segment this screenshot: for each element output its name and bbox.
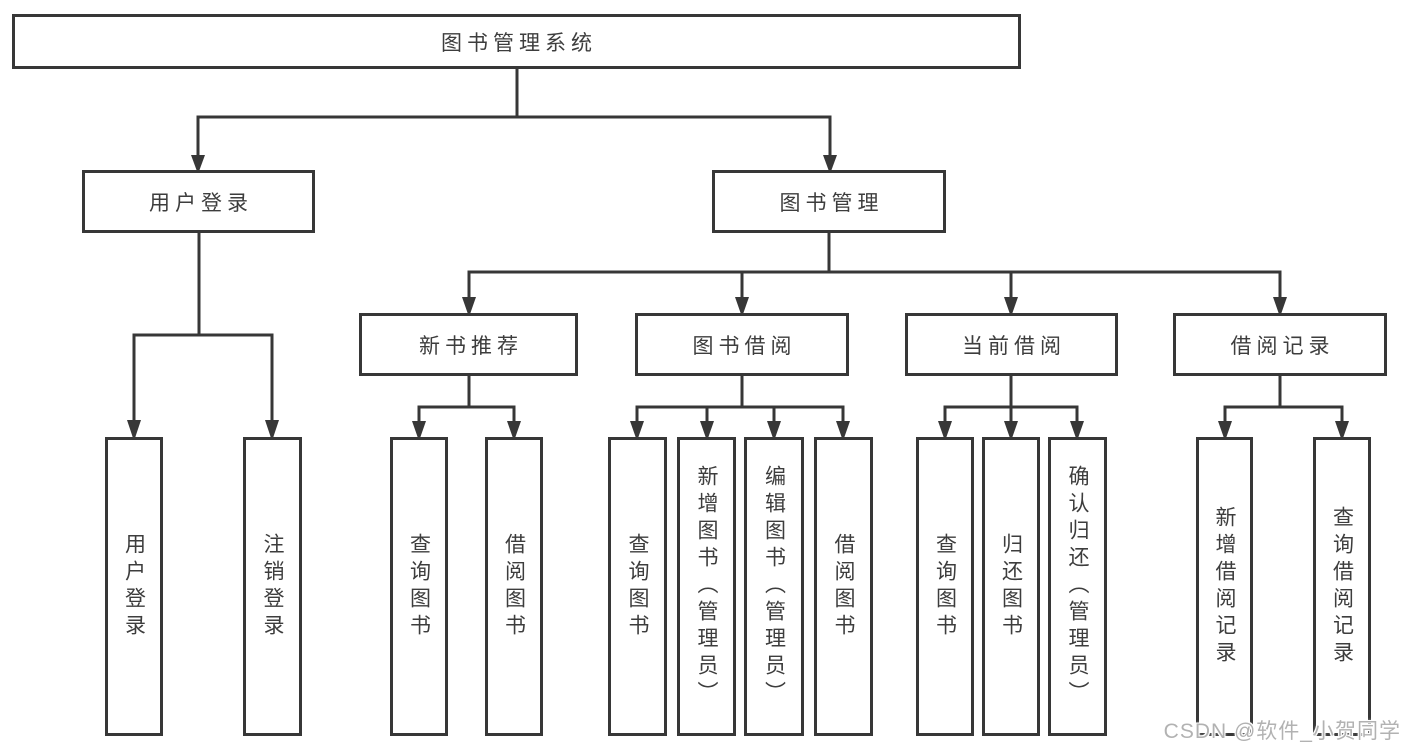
leaf-current-query-books: 查询图书 [916,437,974,736]
node-user-login-label: 用户登录 [149,191,253,215]
connector-book-borrow [630,374,850,441]
leaf-recommend-query-books-label: 查询图书 [407,532,431,641]
node-new-book-recommend-label: 新书推荐 [419,334,523,358]
leaf-borrow-books: 借阅图书 [814,437,873,736]
node-root-label: 图书管理系统 [441,31,597,55]
node-current-borrow-label: 当前借阅 [962,334,1066,358]
leaf-logout-label: 注销登录 [261,532,284,641]
node-user-login: 用户登录 [82,170,315,233]
leaf-return-books: 归还图书 [982,437,1040,736]
leaf-user-login: 用户登录 [105,437,163,736]
leaf-borrow-query-books: 查询图书 [608,437,667,736]
connector-borrow-records [1218,374,1349,441]
node-root: 图书管理系统 [12,14,1021,69]
node-current-borrow: 当前借阅 [905,313,1118,376]
connector-root [191,67,837,174]
node-book-borrow: 图书借阅 [635,313,849,376]
connector-book-management [462,231,1287,317]
leaf-user-login-label: 用户登录 [122,532,146,641]
leaf-add-books-admin: 新增图书（管理员） [677,437,736,736]
leaf-confirm-return-admin-label: 确认归还（管理员） [1066,465,1089,708]
leaf-add-borrow-record: 新增借阅记录 [1196,437,1253,736]
connector-current-borrow [938,374,1084,441]
leaf-logout: 注销登录 [243,437,302,736]
leaf-return-books-label: 归还图书 [999,532,1023,641]
csdn-watermark: CSDN @软件_小贺同学 [1163,720,1401,743]
connector-user-login [127,231,279,441]
node-book-management-label: 图书管理 [779,191,884,215]
node-borrow-records-label: 借阅记录 [1230,334,1335,358]
leaf-edit-books-admin-label: 编辑图书（管理员） [762,465,786,708]
leaf-recommend-borrow-books: 借阅图书 [485,437,543,736]
leaf-query-borrow-record: 查询借阅记录 [1313,437,1371,736]
leaf-recommend-query-books: 查询图书 [390,437,448,736]
leaf-borrow-query-books-label: 查询图书 [626,532,649,641]
node-book-borrow-label: 图书借阅 [692,334,797,358]
connector-new-book-recommend [412,374,521,441]
leaf-recommend-borrow-books-label: 借阅图书 [502,532,526,641]
leaf-query-borrow-record-label: 查询借阅记录 [1330,505,1354,668]
node-new-book-recommend: 新书推荐 [359,313,578,376]
leaf-add-borrow-record-label: 新增借阅记录 [1213,505,1236,668]
leaf-current-query-books-label: 查询图书 [933,532,957,641]
leaf-confirm-return-admin: 确认归还（管理员） [1048,437,1107,736]
leaf-add-books-admin-label: 新增图书（管理员） [695,465,718,708]
node-book-management: 图书管理 [712,170,946,233]
leaf-edit-books-admin: 编辑图书（管理员） [744,437,804,736]
node-borrow-records: 借阅记录 [1173,313,1387,376]
leaf-borrow-books-label: 借阅图书 [832,532,855,641]
